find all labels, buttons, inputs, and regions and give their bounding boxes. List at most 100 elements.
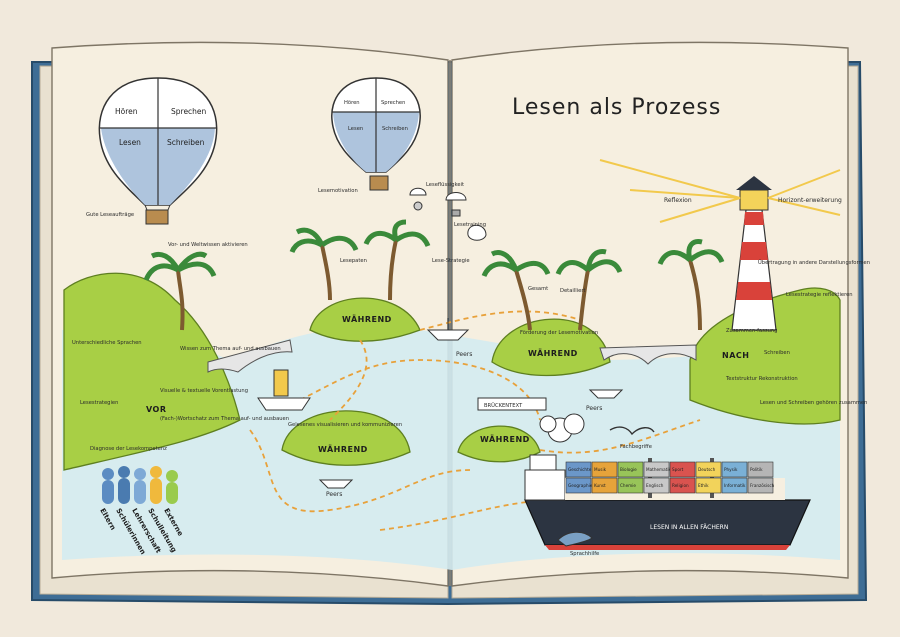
balloon-left-q2: Sprechen xyxy=(171,107,207,116)
label-lesetraining: Lesetraining xyxy=(454,222,486,228)
label-lesemotivation: Lesemotivation xyxy=(318,188,358,194)
balloon-mid-q4: Schreiben xyxy=(382,126,408,132)
balloon-mid-q2: Sprechen xyxy=(381,100,405,106)
container-box xyxy=(617,461,644,478)
container-box xyxy=(669,477,696,494)
label-peers-3: Peers xyxy=(326,491,342,498)
balloon-mid-q3: Lesen xyxy=(348,126,363,132)
paper-boat xyxy=(588,389,624,399)
container-box xyxy=(591,461,618,478)
label-gelesenes: Gelesenes visualisieren und kommuniziere… xyxy=(288,422,402,428)
balloon-left-q1: Hören xyxy=(115,107,138,116)
label-lesestrategien-links: Lesestrategien xyxy=(80,400,118,406)
label-horizont: Horizont-erweiterung xyxy=(778,197,842,204)
small-balloon xyxy=(409,187,427,211)
hot-air-balloon-left xyxy=(98,77,218,225)
small-balloon xyxy=(467,224,487,241)
label-peers-2: Peers xyxy=(586,405,602,412)
label-uebertragung: Übertragung in andere Darstellungsformen xyxy=(758,259,870,266)
balloon-left-q3: Lesen xyxy=(119,138,141,147)
label-lesefluessigkeit: Leseflüssigkeit xyxy=(426,182,464,188)
island-label-waehrend-right: WÄHREND xyxy=(528,348,578,358)
container-label: Französisch xyxy=(750,483,775,488)
container-label: Geschichte xyxy=(568,467,592,472)
label-lesen-schreiben: Lesen und Schreiben gehören zusammen xyxy=(760,400,867,406)
container-box xyxy=(721,461,748,478)
container-label: Deutsch xyxy=(698,467,716,472)
container-label: Chemie xyxy=(620,483,636,488)
dolphin xyxy=(557,531,593,547)
container-box xyxy=(643,461,670,478)
label-lesen-faechern: LESEN IN ALLEN FÄCHERN xyxy=(650,524,728,531)
palm-tree xyxy=(481,250,551,331)
label-textstruktur: Textstruktur Rekonstruktion xyxy=(725,376,798,382)
palm-tree xyxy=(289,227,359,301)
island-label-waehrend-top: WÄHREND xyxy=(342,314,392,324)
label-unterschiedliche-sprachen: Unterschiedliche Sprachen xyxy=(72,340,142,346)
container-label: Informatik xyxy=(724,483,746,488)
container-ship xyxy=(524,413,811,550)
island-waehrend-small xyxy=(457,425,541,463)
container-label: Kunst xyxy=(594,483,606,488)
container-box xyxy=(695,477,722,494)
container-label: Mathematik xyxy=(646,467,672,472)
label-peers-1: Peers xyxy=(456,351,472,358)
container-label: Politik xyxy=(750,467,763,472)
container-label: Englisch xyxy=(646,483,664,488)
label-wissen-thema: Wissen zum Thema auf- und ausbauen xyxy=(180,346,281,352)
container-box xyxy=(747,461,774,478)
island-label-waehrend-small: WÄHREND xyxy=(480,434,530,444)
container-label: Religion xyxy=(672,483,689,488)
bridge-left xyxy=(207,339,293,373)
bridge-text-sign xyxy=(477,397,547,411)
bridge-text-label: BRÜCKENTEXT xyxy=(484,402,523,409)
label-diagnose: Diagnose der Lesekompetenz xyxy=(90,446,167,452)
container-box xyxy=(643,477,670,494)
balloon-left-q4: Schreiben xyxy=(167,138,205,147)
container-label: Physik xyxy=(724,467,738,472)
island-label-vor: VOR xyxy=(146,405,167,414)
label-fach-wortschatz: (Fach-)Wortschatz zum Thema auf- und aus… xyxy=(160,416,289,422)
label-schreiben: Schreiben xyxy=(764,350,790,356)
page-title: Lesen als Prozess xyxy=(512,95,721,120)
label-gesamt: Gesamt xyxy=(528,286,548,292)
container-label: Geographie xyxy=(568,483,593,488)
rowboat xyxy=(257,369,311,411)
paper-boat xyxy=(318,479,354,489)
label-reflexion: Reflexion xyxy=(664,197,692,204)
island-nach xyxy=(689,287,841,425)
small-balloon xyxy=(445,192,467,217)
label-foerderung: Förderung der Lesemotivation xyxy=(520,330,598,336)
label-lesestrategie-reflektieren: Lesestrategie reflektieren xyxy=(786,292,853,298)
label-gute-leseauftraege: Gute Leseaufträge xyxy=(86,212,134,218)
container-box xyxy=(695,461,722,478)
container-label: Sport xyxy=(672,467,684,472)
seagull xyxy=(609,426,655,436)
container-box xyxy=(565,461,592,478)
palm-tree xyxy=(143,251,217,331)
container-label: Ethik xyxy=(698,483,709,488)
label-fachbegriffe: Fachbegriffe xyxy=(620,444,652,450)
island-label-waehrend-bottom: WÄHREND xyxy=(318,444,368,454)
container-label: Biologie xyxy=(620,467,637,472)
container-box xyxy=(591,477,618,494)
lighthouse xyxy=(731,176,777,331)
label-visuelle-textuelle: Visuelle & textuelle Vorentlastung xyxy=(160,388,248,394)
island-label-nach: NACH xyxy=(722,351,749,360)
label-lesepaten: Lesepaten xyxy=(340,258,367,264)
hot-air-balloon-mid xyxy=(331,77,421,191)
container-box xyxy=(669,461,696,478)
container-box xyxy=(747,477,774,494)
island-vor xyxy=(63,272,241,471)
paper-boat xyxy=(426,318,470,341)
people-group xyxy=(102,466,178,504)
container-label: Musik xyxy=(594,467,607,472)
container-box xyxy=(617,477,644,494)
label-sprachhilfe: Sprachhilfe xyxy=(570,551,599,557)
label-lesestrategie: Lese-Strategie xyxy=(432,258,470,264)
balloon-mid-q1: Hören xyxy=(344,100,360,106)
island-waehrend-bottom xyxy=(281,410,411,466)
island-waehrend-top xyxy=(309,297,421,342)
